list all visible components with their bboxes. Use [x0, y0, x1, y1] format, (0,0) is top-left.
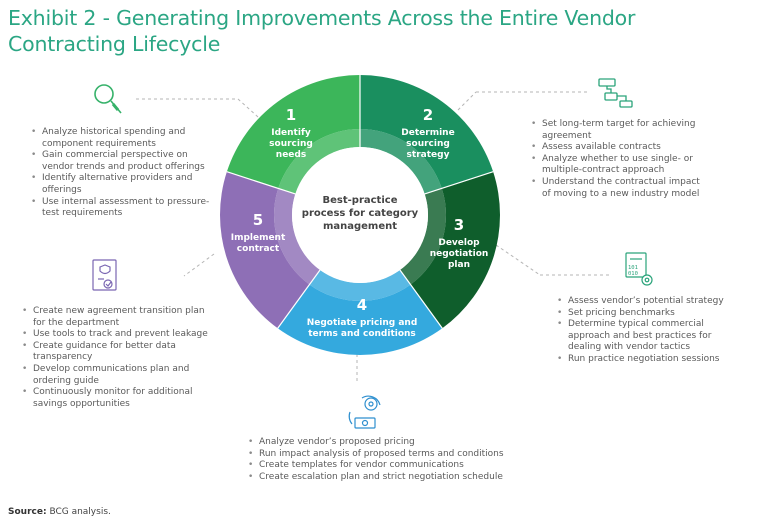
- step-label-3: Develop: [438, 238, 480, 248]
- ring-inner-segment-2: [360, 129, 442, 194]
- step-label-1: sourcing: [269, 139, 313, 149]
- ring-segment-2: [360, 75, 494, 189]
- step-number-1: 1: [286, 106, 296, 124]
- step-number-5: 5: [253, 211, 263, 229]
- step-5-details: Create new agreement transition plan for…: [21, 306, 217, 410]
- magnifier-icon: [94, 84, 122, 114]
- center-label: Best-practice: [323, 195, 398, 206]
- money-exchange-icon: [348, 395, 381, 429]
- step-2-bullet: Understand the contractual impact of mov…: [530, 177, 710, 200]
- connector-2: [457, 91, 477, 111]
- step-1-details: Analyze historical spending and componen…: [30, 127, 220, 220]
- source-label: Source:: [8, 507, 47, 517]
- step-2-details: Set long-term target for achieving agree…: [530, 119, 710, 200]
- step-5-bullet: Create guidance for better data transpar…: [21, 341, 217, 364]
- step-3-details: Assess vendor’s potential strategy Set p…: [556, 296, 728, 366]
- step-3-bullet: Set pricing benchmarks: [556, 308, 728, 320]
- step-2-bullet: Analyze whether to use single- or multip…: [530, 154, 710, 177]
- ring-inner-segment-4: [309, 270, 411, 302]
- step-2-bullet: Assess available contracts: [530, 142, 710, 154]
- contract-document-icon: [92, 259, 117, 291]
- step-label-2: Determine: [401, 128, 454, 138]
- step-5-bullet: Continuously monitor for additional savi…: [21, 387, 217, 410]
- process-diagram: 1Identifysourcingneeds2Determinesourcing…: [92, 75, 653, 429]
- step-label-2: sourcing: [406, 139, 450, 149]
- ring-separator: [399, 269, 443, 329]
- step-1-bullet: Use internal assessment to pressure-test…: [30, 197, 220, 220]
- step-label-4: Negotiate pricing and: [307, 318, 418, 328]
- ring-inner-segment-1: [278, 129, 360, 194]
- ring-separator: [277, 269, 321, 329]
- step-1-bullet: Gain commercial perspective on vendor tr…: [30, 150, 220, 173]
- process-ring: [220, 75, 500, 356]
- ring-separator: [424, 171, 494, 195]
- step-number-4: 4: [357, 296, 367, 314]
- step-1-bullet: Analyze historical spending and componen…: [30, 127, 220, 150]
- connector-5: [183, 253, 215, 277]
- svg-text:101: 101: [628, 265, 638, 271]
- step-label-5: contract: [237, 244, 280, 254]
- page-title: Exhibit 2 - Generating Improvements Acro…: [8, 6, 636, 56]
- process-ring-labels: 1Identifysourcingneeds2Determinesourcing…: [231, 106, 489, 339]
- step-5-bullet: Develop communications plan and ordering…: [21, 364, 217, 387]
- step-3-bullet: Determine typical commercial approach an…: [556, 319, 728, 354]
- ring-separator: [226, 171, 296, 195]
- step-4-bullet: Analyze vendor’s proposed pricing: [247, 437, 547, 449]
- step-5-bullet: Use tools to track and prevent leakage: [21, 329, 217, 341]
- svg-text:010: 010: [628, 271, 638, 277]
- step-1-bullet: Identify alternative providers and offer…: [30, 173, 220, 196]
- ring-inner-segment-5: [273, 188, 321, 285]
- center-circle: [292, 147, 428, 283]
- step-label-3: plan: [448, 260, 470, 270]
- ring-segment-3: [410, 171, 500, 329]
- step-label-1: needs: [276, 150, 306, 160]
- connector-1b: [237, 98, 259, 118]
- ring-segment-5: [220, 171, 310, 329]
- step-5-bullet: Create new agreement transition plan for…: [21, 306, 217, 329]
- step-3-bullet: Run practice negotiation sessions: [556, 354, 728, 366]
- step-label-1: Identify: [271, 128, 311, 138]
- step-4-bullet: Run impact analysis of proposed terms an…: [247, 449, 547, 461]
- document-gear-icon: 101 010: [625, 252, 653, 286]
- step-number-3: 3: [454, 216, 464, 234]
- center-label: management: [323, 221, 397, 232]
- step-4-bullet: Create escalation plan and strict negoti…: [247, 472, 547, 484]
- connector-3: [495, 244, 541, 276]
- center-label: process for category: [302, 208, 419, 219]
- step-3-bullet: Assess vendor’s potential strategy: [556, 296, 728, 308]
- step-label-4: terms and conditions: [308, 329, 416, 339]
- flowchart-icon: [598, 78, 633, 108]
- source-text: BCG analysis.: [49, 507, 111, 517]
- step-label-2: strategy: [407, 150, 450, 160]
- step-4-bullet: Create templates for vendor communicatio…: [247, 460, 547, 472]
- step-2-bullet: Set long-term target for achieving agree…: [530, 119, 710, 142]
- step-label-5: Implement: [231, 233, 286, 243]
- ring-inner-segment-3: [399, 188, 446, 285]
- step-4-details: Analyze vendor’s proposed pricing Run im…: [247, 437, 547, 483]
- source-note: Source: BCG analysis.: [8, 507, 111, 517]
- ring-segment-1: [226, 75, 360, 189]
- step-number-2: 2: [423, 106, 433, 124]
- ring-segment-4: [277, 284, 443, 356]
- step-label-3: negotiation: [430, 249, 489, 259]
